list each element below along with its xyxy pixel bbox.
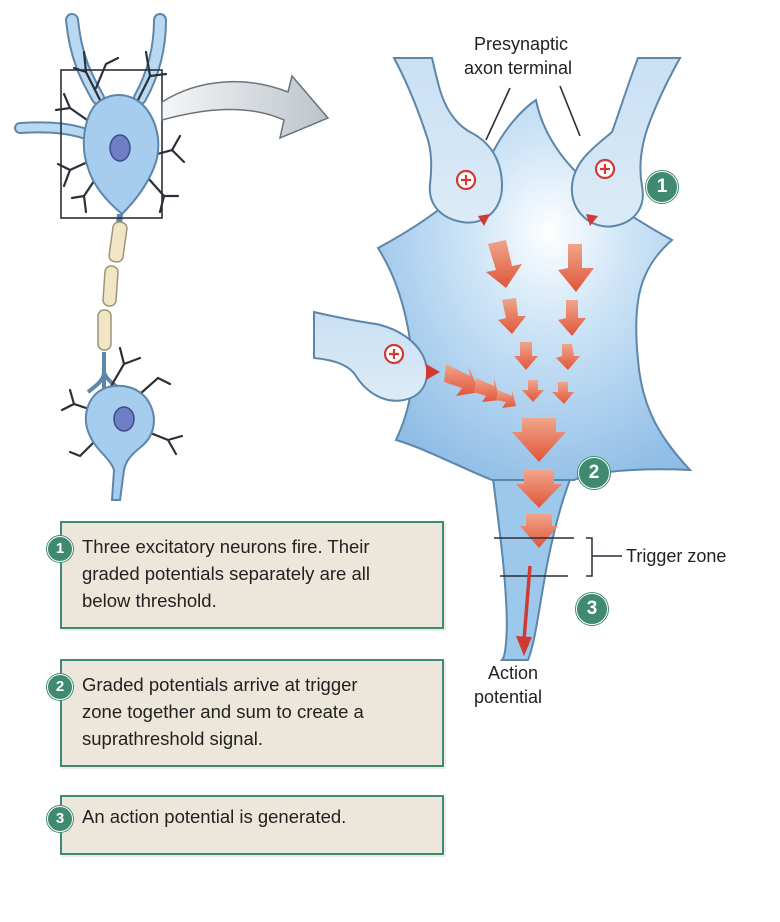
step-2-badge: 2 (47, 674, 73, 700)
presynaptic-label-line2: axon terminal (464, 58, 573, 78)
step-1-text-line1: Three excitatory neurons fire. Their (82, 536, 370, 557)
release-markers (426, 214, 598, 380)
step-2-text-line3: suprathreshold signal. (82, 728, 263, 749)
trigger-zone-marker (494, 537, 622, 577)
plus-circle-icon (455, 169, 477, 191)
step-1-text-line3: below threshold. (82, 590, 217, 611)
presynaptic-terminal-left (392, 57, 504, 224)
trigger-zone-label: Trigger zone (626, 546, 727, 566)
step-3-badge: 3 (47, 806, 73, 832)
graded-potential-arrows (444, 240, 594, 548)
diagram-badge-2: 2 (578, 457, 610, 489)
plus-circle-icon (594, 158, 616, 180)
label-leader-lines (485, 85, 581, 141)
overview-neuron (14, 13, 186, 501)
action-potential-arrow (516, 565, 532, 656)
step-3-text-line1: An action potential is generated. (82, 806, 347, 827)
presynaptic-terminal-side (313, 310, 429, 402)
plus-circle-icon (383, 343, 405, 365)
diagram-badge-3: 3 (576, 593, 608, 625)
curved-arrow-icon (161, 74, 330, 140)
step-1-badge: 1 (47, 536, 73, 562)
step-3-callout (60, 795, 444, 855)
action-potential-label-line2: potential (474, 687, 543, 707)
action-potential-label-line1: Action (488, 663, 539, 683)
step-2-text-line2: zone together and sum to create a (82, 701, 364, 722)
step-1-callout (60, 521, 444, 629)
presynaptic-terminal-right (570, 57, 682, 228)
diagram-badge-1: 1 (646, 171, 678, 203)
step-1-text-line2: graded potentials separately are all (82, 563, 370, 584)
presynaptic-label-line1: Presynaptic (474, 34, 569, 54)
zoom-box (60, 69, 163, 219)
step-2-text-line1: Graded potentials arrive at trigger (82, 674, 358, 695)
step-2-callout (60, 659, 444, 767)
